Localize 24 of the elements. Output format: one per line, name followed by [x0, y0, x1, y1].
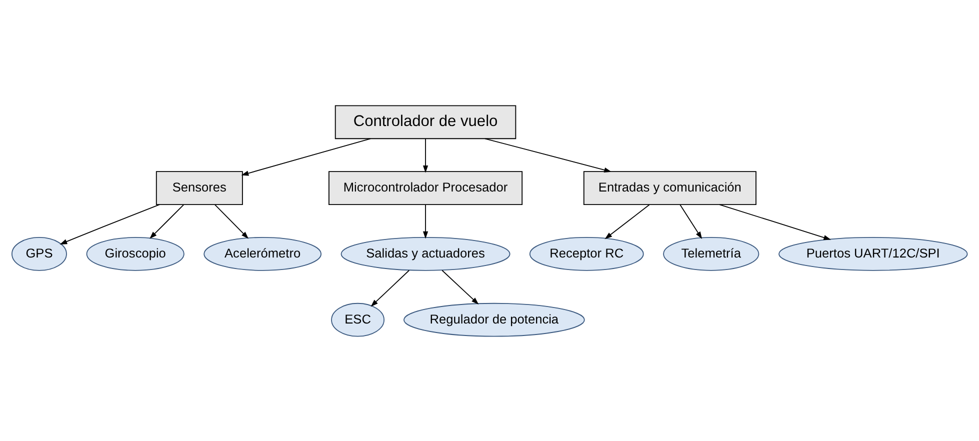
- node-box: Controlador de vuelo: [334, 104, 516, 139]
- node-ellipse: Puertos UART/12C/SPI: [778, 236, 968, 270]
- arrow: [214, 204, 249, 238]
- node-ellipse: Acelerómetro: [204, 236, 322, 270]
- node-ellipse: Giroscopio: [86, 236, 184, 270]
- arrow: [150, 204, 184, 238]
- arrow: [484, 138, 612, 172]
- node-ellipse: Telemetría: [663, 236, 760, 270]
- node-box: Sensores: [156, 170, 243, 204]
- node-ellipse: Regulador de potencia: [403, 302, 585, 336]
- arrow: [680, 204, 702, 238]
- node-box: Entradas y comunicación: [583, 170, 756, 204]
- arrow: [422, 138, 428, 172]
- arrow: [604, 204, 650, 239]
- arrow: [442, 269, 479, 304]
- node-ellipse: Receptor RC: [529, 236, 644, 270]
- arrow: [60, 204, 160, 244]
- arrow: [422, 204, 428, 238]
- arrow: [370, 269, 410, 306]
- node-ellipse: Salidas y actuadores: [340, 236, 510, 270]
- arrow: [718, 204, 832, 240]
- node-ellipse: ESC: [331, 302, 384, 336]
- arrow: [241, 138, 371, 176]
- node-box: Microcontrolador Procesador: [328, 170, 523, 204]
